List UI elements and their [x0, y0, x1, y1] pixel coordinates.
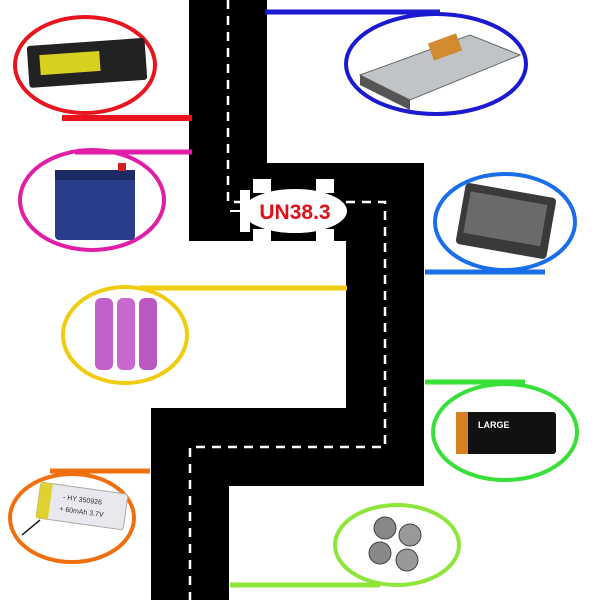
road [151, 0, 424, 600]
road-center-line [188, 0, 387, 600]
coin-cells [333, 503, 461, 587]
race-car-badge: UN38.3 [230, 179, 347, 243]
phone-battery [433, 172, 577, 272]
lipo-pouch-battery: - HY 350926 + 60mAh 3.7V [8, 472, 136, 564]
large-battery: LARGE [431, 382, 579, 482]
lead-acid-battery [18, 148, 166, 252]
large-battery-label: LARGE [478, 420, 510, 430]
cylindrical-cells [61, 285, 189, 385]
ev-battery-pack [344, 12, 528, 116]
un38-3-label: UN38.3 [259, 201, 330, 224]
laptop-battery [13, 15, 157, 115]
connectors [50, 9, 545, 588]
